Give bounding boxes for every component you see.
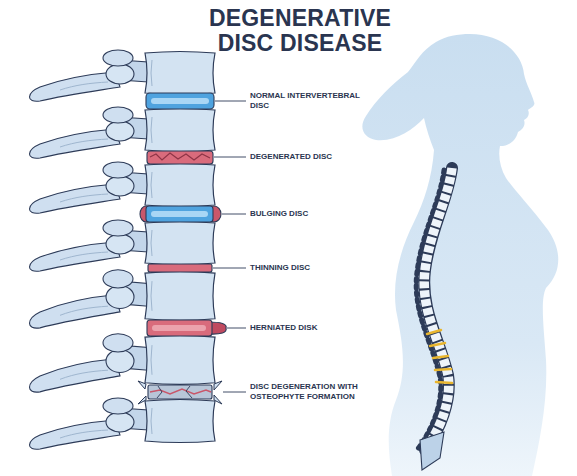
leader-lines: [213, 101, 246, 392]
leader-line: [213, 268, 246, 269]
part-label: DISC DEGENERATION WITH OSTEOPHYTE FORMAT…: [250, 382, 385, 402]
degenerated-disc: [147, 151, 213, 164]
vertebra: [30, 398, 216, 449]
diagram-title: DEGENERATIVE DISC DISEASE: [190, 6, 410, 56]
vertebra-column: [30, 50, 216, 449]
vertebra: [30, 334, 216, 392]
leader-line: [215, 101, 246, 102]
woman-silhouette: [362, 34, 558, 476]
lumbar-discs: [427, 330, 452, 383]
part-label: THINNING DISC: [250, 263, 310, 273]
osteophyte-disc: [138, 381, 222, 404]
vertebra: [30, 220, 216, 271]
part-label: DEGENERATED DISC: [250, 152, 332, 162]
silhouette-body: [362, 34, 558, 476]
spine-outline: [424, 168, 452, 450]
leader-line: [214, 157, 246, 158]
part-label: BULGING DISC: [250, 209, 308, 219]
sacrum: [420, 432, 444, 470]
leader-line: [222, 214, 246, 215]
thinning-disc: [148, 264, 212, 272]
leader-line: [223, 392, 246, 393]
vertebrae: [424, 168, 452, 450]
vertebra: [30, 270, 216, 328]
herniated-disc: [147, 320, 226, 336]
body-spine: [416, 168, 452, 470]
normal-disc: [146, 93, 214, 109]
leader-line: [227, 328, 246, 329]
part-label: NORMAL INTERVERTEBRAL DISC: [250, 91, 362, 111]
part-label: HERNIATED DISK: [250, 323, 317, 333]
bulging-disc: [140, 206, 221, 222]
